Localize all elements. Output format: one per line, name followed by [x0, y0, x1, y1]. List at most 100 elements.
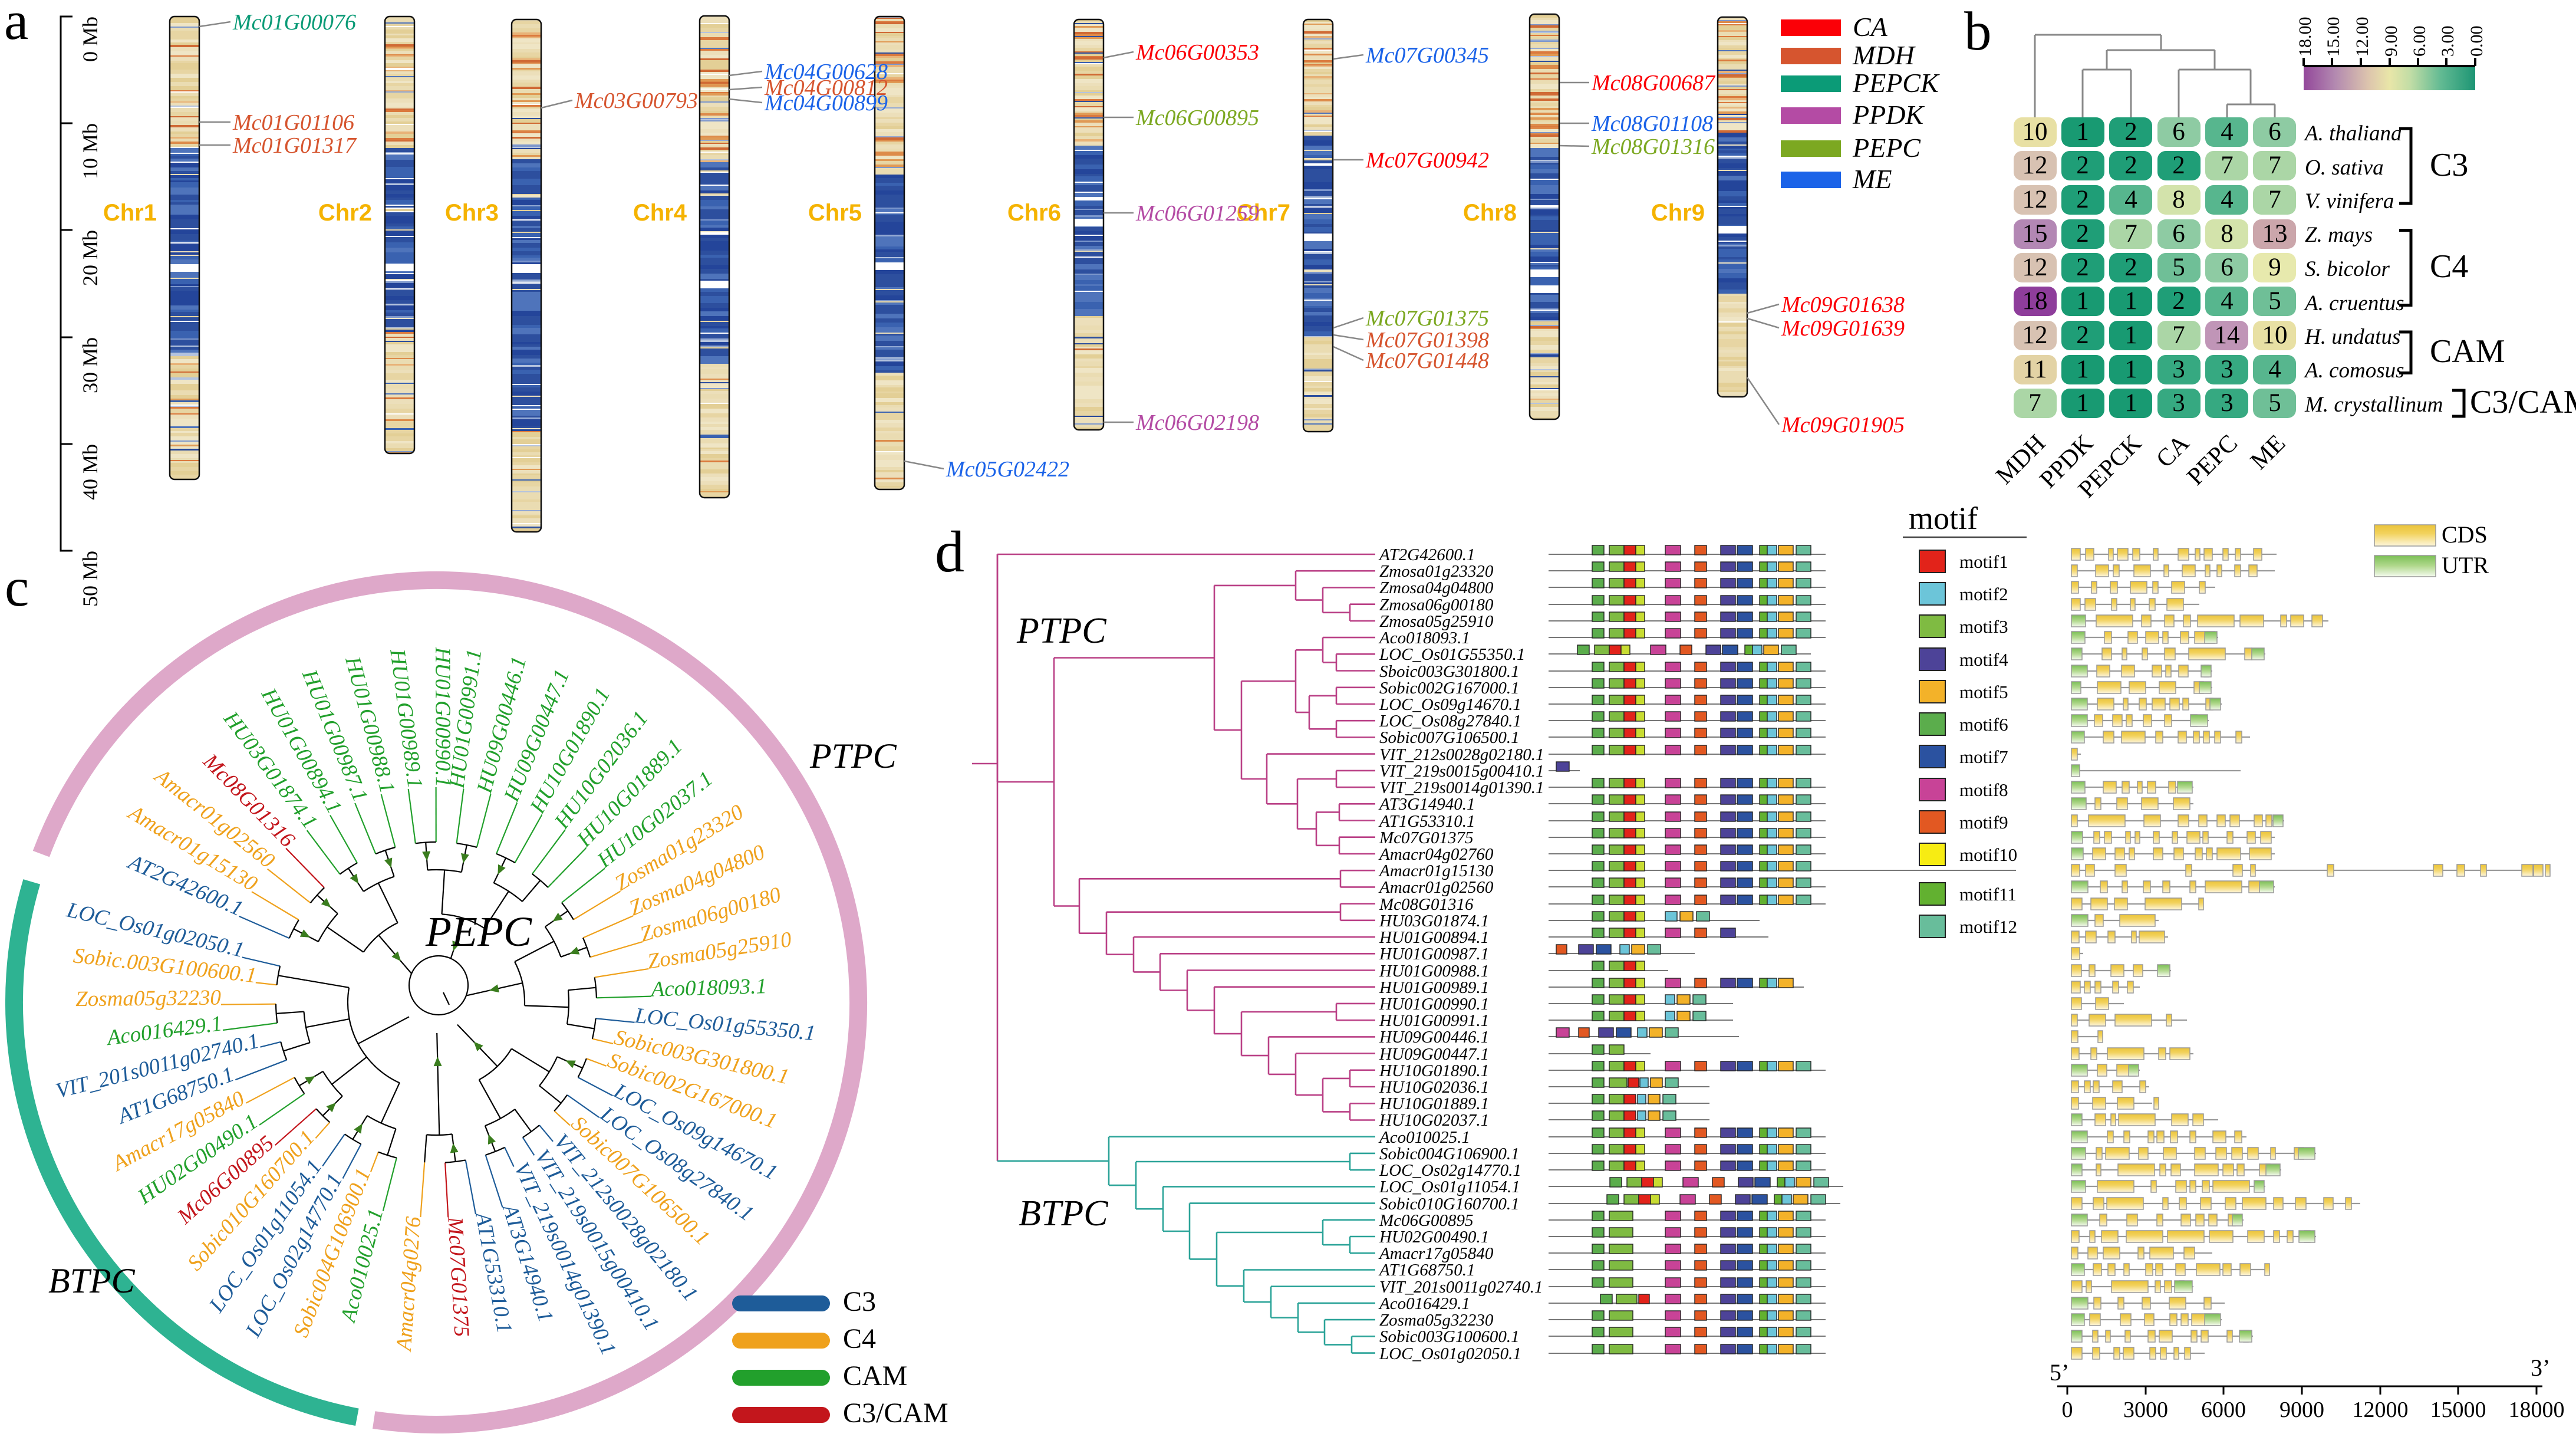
svg-text:Mc06G02198: Mc06G02198	[1135, 410, 1259, 435]
svg-text:0.00: 0.00	[2467, 26, 2486, 57]
svg-text:18: 18	[2022, 287, 2048, 315]
svg-text:15.00: 15.00	[2324, 17, 2343, 57]
svg-text:d: d	[935, 519, 964, 584]
svg-text:2: 2	[2172, 287, 2185, 315]
svg-text:Mc04G00899: Mc04G00899	[764, 91, 888, 116]
svg-text:7: 7	[2124, 220, 2137, 248]
svg-text:1: 1	[2124, 356, 2137, 383]
svg-text:12: 12	[2022, 186, 2048, 213]
svg-text:5’: 5’	[2050, 1359, 2069, 1386]
svg-text:motif7: motif7	[1959, 747, 2008, 767]
svg-text:0 Mb: 0 Mb	[78, 17, 102, 62]
svg-text:8: 8	[2172, 186, 2185, 213]
svg-text:6: 6	[2172, 118, 2185, 146]
svg-text:10 Mb: 10 Mb	[78, 123, 102, 179]
svg-text:LOC_Os01g11054.1: LOC_Os01g11054.1	[1379, 1178, 1520, 1196]
svg-text:5: 5	[2268, 287, 2281, 315]
svg-text:6: 6	[2268, 118, 2281, 146]
svg-text:C4: C4	[843, 1323, 876, 1354]
svg-text:Mc08G01108: Mc08G01108	[1591, 111, 1713, 136]
svg-text:HU09G00446.1: HU09G00446.1	[1379, 1028, 1489, 1047]
svg-text:A. cruentus: A. cruentus	[2303, 291, 2404, 315]
svg-text:Mc06G00353: Mc06G00353	[1135, 40, 1259, 65]
svg-text:C3/CAM: C3/CAM	[2470, 384, 2576, 420]
svg-text:O. sativa: O. sativa	[2305, 156, 2384, 180]
svg-text:H. undatus: H. undatus	[2304, 325, 2400, 349]
svg-text:V. vinifera: V. vinifera	[2305, 189, 2394, 213]
svg-text:7: 7	[2172, 321, 2185, 349]
svg-text:4: 4	[2124, 186, 2137, 213]
svg-text:12.00: 12.00	[2353, 17, 2372, 57]
svg-text:Mc01G00076: Mc01G00076	[232, 10, 356, 35]
svg-text:Mc09G01905: Mc09G01905	[1781, 413, 1905, 438]
svg-text:6: 6	[2221, 254, 2234, 281]
svg-text:1: 1	[2124, 321, 2137, 349]
svg-text:6000: 6000	[2201, 1397, 2246, 1422]
svg-text:Chr8: Chr8	[1463, 200, 1517, 226]
svg-text:1: 1	[2076, 118, 2089, 146]
svg-text:12: 12	[2022, 254, 2048, 281]
svg-text:12000: 12000	[2353, 1397, 2409, 1422]
svg-text:motif11: motif11	[1959, 884, 2017, 905]
svg-text:15000: 15000	[2430, 1397, 2486, 1422]
svg-text:Zosma05g32230: Zosma05g32230	[75, 986, 222, 1012]
svg-text:15: 15	[2022, 220, 2048, 248]
svg-text:3: 3	[2221, 389, 2234, 417]
svg-text:7: 7	[2268, 152, 2281, 179]
svg-text:9000: 9000	[2279, 1397, 2324, 1422]
svg-text:motif9: motif9	[1959, 812, 2008, 833]
svg-text:3: 3	[2172, 389, 2185, 417]
svg-text:3000: 3000	[2123, 1397, 2168, 1422]
svg-text:PTPC: PTPC	[1016, 611, 1106, 651]
svg-text:Mc05G02422: Mc05G02422	[946, 457, 1069, 482]
svg-text:10: 10	[2262, 321, 2288, 349]
svg-text:ME: ME	[1852, 164, 1892, 194]
svg-text:14: 14	[2215, 321, 2240, 349]
svg-text:motif6: motif6	[1959, 714, 2008, 735]
svg-text:motif8: motif8	[1959, 780, 2008, 800]
svg-text:b: b	[1964, 1, 1992, 62]
svg-text:Mc09G01639: Mc09G01639	[1781, 316, 1905, 341]
svg-text:2: 2	[2076, 254, 2089, 281]
svg-text:Z. mays: Z. mays	[2305, 223, 2373, 247]
svg-text:motif: motif	[1909, 501, 1978, 536]
svg-text:9.00: 9.00	[2381, 26, 2401, 57]
svg-text:Mc03G00793: Mc03G00793	[574, 88, 698, 113]
svg-text:Chr2: Chr2	[318, 200, 372, 226]
svg-text:2: 2	[2076, 321, 2089, 349]
svg-text:S. bicolor: S. bicolor	[2305, 257, 2390, 281]
svg-text:7: 7	[2221, 152, 2234, 179]
svg-text:Aco018093.1: Aco018093.1	[649, 974, 767, 1002]
svg-text:Mc06G01259: Mc06G01259	[1135, 201, 1259, 226]
svg-text:5: 5	[2268, 389, 2281, 417]
svg-text:0: 0	[2062, 1397, 2073, 1422]
svg-text:3: 3	[2172, 356, 2185, 383]
svg-text:motif10: motif10	[1959, 844, 2017, 865]
svg-text:4: 4	[2221, 287, 2234, 315]
svg-text:CAM: CAM	[2430, 333, 2505, 370]
svg-text:Chr3: Chr3	[445, 200, 499, 226]
svg-text:motif3: motif3	[1959, 616, 2008, 637]
svg-text:CAM: CAM	[843, 1360, 907, 1392]
svg-text:Mc01G01317: Mc01G01317	[232, 133, 357, 158]
svg-text:HU01G00987.1: HU01G00987.1	[1379, 945, 1489, 964]
svg-text:CA: CA	[1853, 12, 1888, 42]
svg-text:2: 2	[2124, 254, 2137, 281]
svg-text:18.00: 18.00	[2295, 17, 2315, 57]
svg-text:HU10G02037.1: HU10G02037.1	[1379, 1111, 1489, 1130]
svg-text:Zmosa04g04800: Zmosa04g04800	[1379, 578, 1494, 597]
svg-text:CDS: CDS	[2442, 521, 2488, 548]
svg-text:7: 7	[2268, 186, 2281, 213]
svg-text:C3: C3	[2430, 147, 2468, 183]
svg-text:Chr1: Chr1	[103, 200, 157, 226]
svg-text:PEPC: PEPC	[425, 908, 532, 955]
svg-text:1: 1	[2124, 389, 2137, 417]
svg-text:C4: C4	[2430, 248, 2468, 285]
svg-text:C3: C3	[843, 1286, 876, 1317]
svg-text:motif12: motif12	[1959, 916, 2017, 937]
svg-text:Chr9: Chr9	[1651, 200, 1705, 226]
svg-text:1: 1	[2076, 389, 2089, 417]
svg-text:18000: 18000	[2509, 1397, 2565, 1422]
svg-text:M. crystallinum: M. crystallinum	[2304, 393, 2443, 417]
svg-text:4: 4	[2221, 186, 2234, 213]
